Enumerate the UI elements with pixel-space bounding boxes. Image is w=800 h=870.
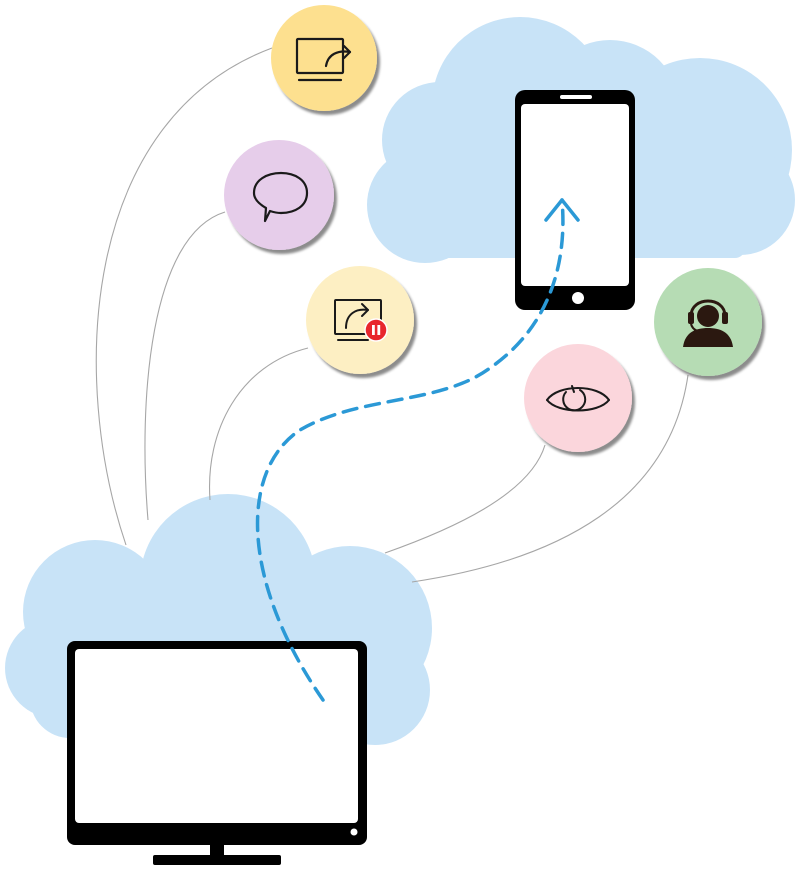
screen-share-pause-icon [334, 299, 388, 342]
monitor-power-light [350, 828, 358, 836]
feature-view[interactable] [524, 344, 632, 452]
smartphone [515, 90, 635, 310]
headset-agent-icon [683, 299, 733, 347]
connector-lines [95, 47, 689, 583]
feature-pause-sharing[interactable] [306, 266, 414, 374]
eye-icon [546, 385, 610, 412]
connector-support [411, 374, 689, 583]
monitor-neck [210, 845, 224, 857]
screen-share-icon [295, 37, 352, 82]
connector-chat [144, 211, 226, 521]
monitor-screen [75, 649, 358, 823]
arrowhead-icon [544, 198, 580, 222]
smartphone-speaker [560, 95, 592, 99]
feature-chat[interactable] [224, 140, 334, 250]
smartphone-home-button [572, 292, 584, 304]
feature-support[interactable] [654, 268, 762, 376]
desktop-monitor [67, 641, 367, 865]
feature-screen-share[interactable] [271, 5, 377, 111]
pause-badge-icon [364, 318, 388, 342]
monitor-stand [153, 855, 281, 865]
smartphone-screen [521, 104, 629, 286]
flow-arrow [255, 198, 580, 702]
chat-bubble-icon [252, 171, 309, 223]
connector-pause-sharing [208, 347, 309, 501]
connector-view [384, 444, 546, 554]
connector-screen-share [95, 47, 273, 546]
